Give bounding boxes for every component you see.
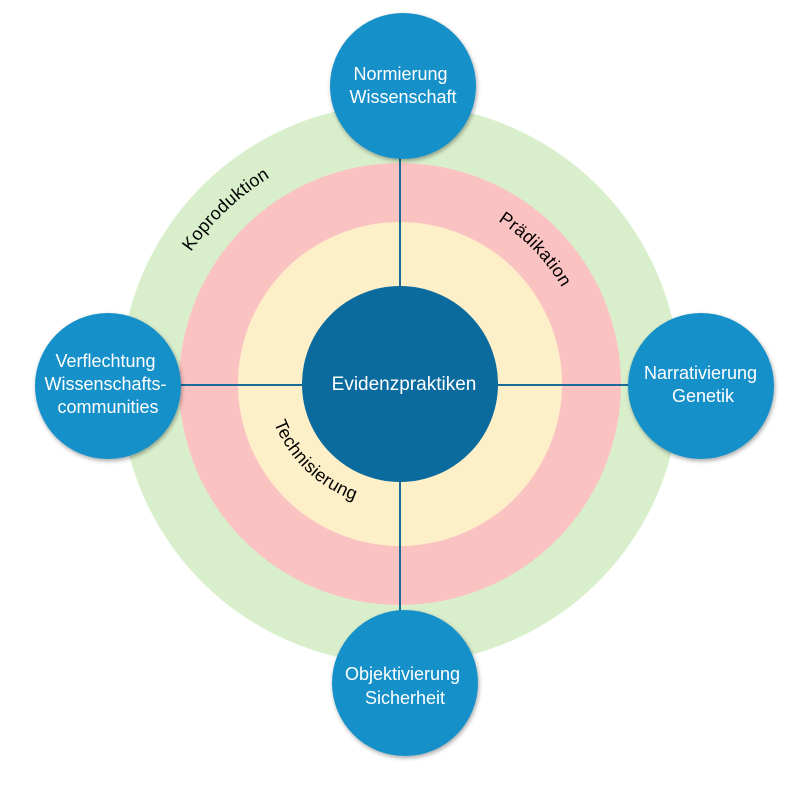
node-top-label: Normierung Wissenschaft	[349, 64, 456, 107]
node-top: Normierung Wissenschaft	[330, 13, 476, 159]
node-left-circle	[35, 313, 181, 459]
node-left-label: Verflechtung Wissenschafts- communities	[44, 351, 171, 417]
node-right-line2: Genetik	[672, 386, 735, 406]
node-left-line3: communities	[57, 397, 158, 417]
node-bottom-label: Objektivierung Sicherheit	[345, 664, 465, 708]
node-bottom-line1: Objektivierung	[345, 664, 460, 684]
node-bottom-circle	[332, 610, 478, 756]
node-left-line1: Verflechtung	[55, 351, 155, 371]
node-right-label: Narrativierung Genetik	[644, 363, 762, 406]
node-top-line2: Wissenschaft	[349, 87, 456, 107]
node-top-line1: Normierung	[353, 64, 447, 84]
node-top-circle	[330, 13, 476, 159]
node-right: Narrativierung Genetik	[628, 313, 774, 459]
node-bottom-line2: Sicherheit	[365, 688, 445, 708]
node-left: Verflechtung Wissenschafts- communities	[35, 313, 181, 459]
node-bottom: Objektivierung Sicherheit	[332, 610, 478, 756]
node-left-line2: Wissenschafts-	[44, 374, 166, 394]
node-right-circle	[628, 313, 774, 459]
center-circle	[302, 286, 498, 482]
center-label: Evidenzpraktiken	[332, 374, 477, 395]
center-node: Evidenzpraktiken	[302, 286, 498, 482]
connector-lines	[178, 150, 628, 612]
node-right-line1: Narrativierung	[644, 363, 757, 383]
